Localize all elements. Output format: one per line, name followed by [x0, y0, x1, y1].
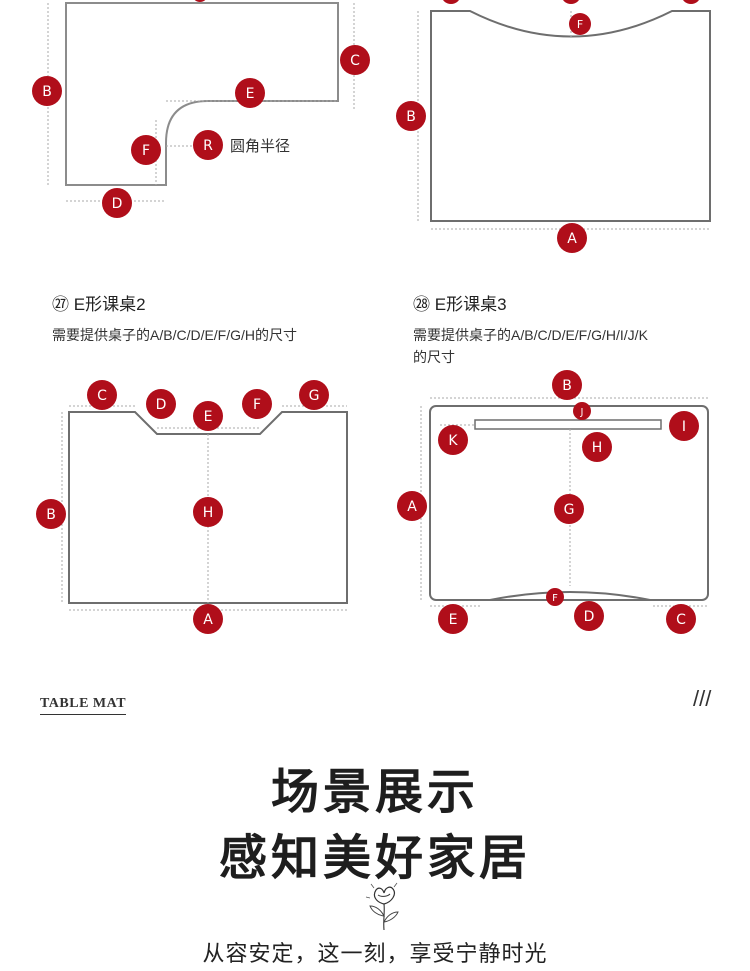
badge-a: A [193, 604, 223, 634]
svg-text:C: C [97, 388, 107, 404]
svg-text:H: H [592, 440, 603, 456]
badge-b: B [552, 370, 582, 400]
diagram-rect-curve: F B A [396, 0, 711, 253]
scene-heading: 场景展示 [270, 766, 479, 819]
svg-text:F: F [142, 143, 150, 159]
scene-subheading: 感知美好家居 [218, 832, 531, 885]
desk27-title: ㉗ E形课桌2 [52, 290, 146, 315]
desk28-number: ㉘ [413, 295, 430, 314]
svg-text:B: B [406, 109, 416, 125]
badge-r: R [193, 130, 223, 160]
scene-slogan: 从容安定，这一刻，享受宁静时光 [202, 941, 548, 966]
badge-f: F [242, 389, 272, 419]
badge-h: H [193, 497, 223, 527]
section-tag: TABLE MAT [40, 696, 127, 715]
svg-text:D: D [156, 397, 167, 413]
badge-h: H [582, 432, 612, 462]
desk27-number: ㉗ [52, 295, 69, 314]
badge-b: B [36, 499, 66, 529]
svg-text:B: B [42, 84, 52, 100]
svg-text:A: A [203, 612, 213, 628]
badge-k: K [438, 425, 468, 455]
svg-text:J: J [580, 407, 584, 418]
svg-text:H: H [203, 505, 214, 521]
desk28-desc-line1: 需要提供桌子的A/B/C/D/E/F/G/H/I/J/K [413, 327, 648, 343]
badge-j: J [573, 402, 591, 420]
badge-d: D [102, 188, 132, 218]
desk28-title: ㉘ E形课桌3 [413, 290, 507, 315]
diagram-desk27: C D E F G B H A [36, 380, 348, 634]
badge-e: E [235, 78, 265, 108]
badge-a: A [557, 223, 587, 253]
diagram-l-shape: B C E F R 圆角半径 D [32, 0, 370, 218]
svg-text:E: E [246, 86, 255, 102]
badge-e: E [438, 604, 468, 634]
badge-g: G [299, 380, 329, 410]
svg-text:G: G [564, 502, 575, 518]
desk28-desc-line2: 的尺寸 [413, 349, 455, 365]
badge-a: A [397, 491, 427, 521]
desk28-name: E形课桌3 [434, 295, 507, 314]
badge-e: E [193, 401, 223, 431]
desk27-name: E形课桌2 [73, 295, 146, 314]
svg-text:F: F [552, 593, 558, 604]
svg-text:C: C [676, 612, 686, 628]
svg-text:K: K [448, 433, 458, 449]
svg-text:F: F [253, 397, 261, 413]
svg-text:D: D [112, 196, 123, 212]
badge-b: B [32, 76, 62, 106]
svg-text:G: G [309, 388, 320, 404]
badge-f: F [569, 13, 591, 35]
badge-c: C [87, 380, 117, 410]
svg-text:C: C [350, 53, 360, 69]
radius-note: 圆角半径 [230, 137, 290, 155]
flower-sketch-icon [365, 882, 399, 931]
badge-d: D [574, 601, 604, 631]
badge-f: F [546, 588, 564, 606]
svg-text:F: F [577, 18, 583, 31]
badge-c: C [666, 604, 696, 634]
svg-text:D: D [584, 609, 595, 625]
svg-text:E: E [449, 612, 458, 628]
diagram-desk28: B J I K H A G F E D C [397, 370, 709, 634]
badge-g: G [554, 494, 584, 524]
badge-i: I [669, 411, 699, 441]
svg-text:B: B [562, 378, 572, 394]
desk27-desc: 需要提供桌子的A/B/C/D/E/F/G/H的尺寸 [52, 327, 298, 343]
desk28-desc: 需要提供桌子的A/B/C/D/E/F/G/H/I/J/K 的尺寸 [413, 324, 648, 368]
svg-text:B: B [46, 507, 56, 523]
badge-b: B [396, 101, 426, 131]
badge-f: F [131, 135, 161, 165]
svg-text:I: I [682, 419, 686, 435]
svg-text:E: E [204, 409, 213, 425]
section-slashes: /// [693, 686, 712, 711]
svg-text:A: A [567, 231, 577, 247]
svg-text:R: R [203, 138, 213, 154]
svg-text:A: A [407, 499, 417, 515]
badge-d: D [146, 389, 176, 419]
badge-c: C [340, 45, 370, 75]
